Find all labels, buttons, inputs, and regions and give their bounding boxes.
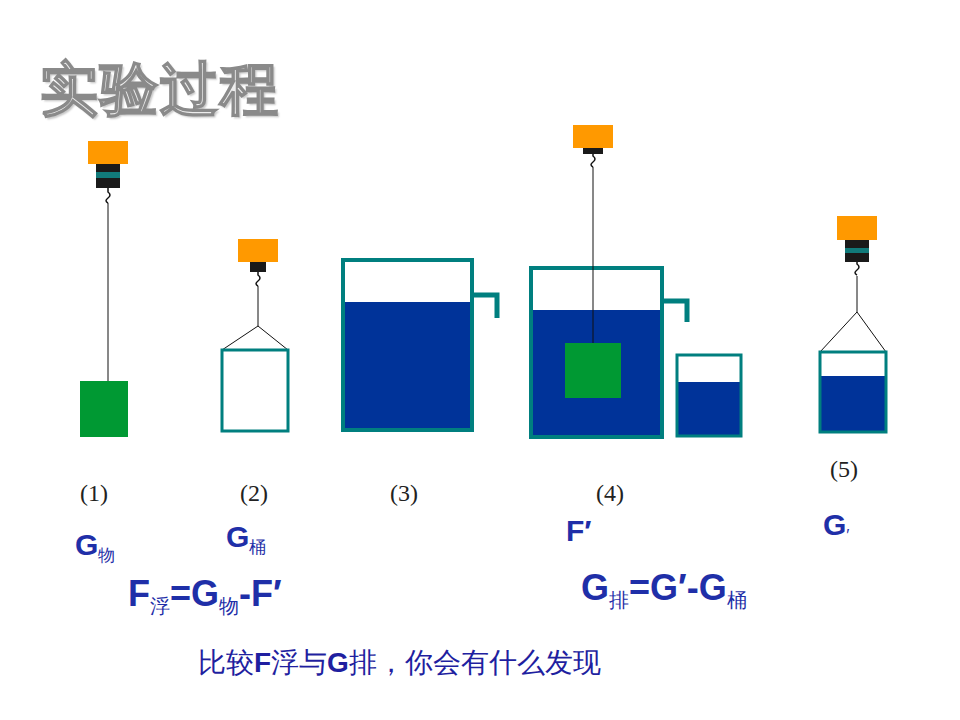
symbol-letter: G	[327, 647, 349, 678]
text-run: 现	[573, 646, 601, 679]
step-number: (4)	[596, 480, 624, 506]
subscript: 浮	[150, 595, 170, 617]
overflow-can	[343, 260, 497, 430]
step-number: (2)	[240, 480, 268, 506]
text-run: ′	[678, 567, 687, 608]
text-run: F	[566, 514, 584, 547]
text-run: ′	[584, 514, 591, 547]
weight-symbol: G桶	[226, 520, 266, 553]
spring-scale-2	[222, 239, 288, 431]
immersion-setup	[531, 125, 741, 437]
text-run: G	[75, 528, 98, 561]
text-run: ′	[273, 573, 282, 614]
step-number: (3)	[390, 480, 418, 506]
force-symbol: F′	[566, 514, 592, 547]
text-run: G	[650, 567, 678, 608]
text-run: ，	[377, 646, 405, 679]
step-number: (1)	[80, 480, 108, 506]
displaced-weight-formula: G排=G′-G桶	[581, 568, 747, 608]
subscript: 物	[219, 595, 239, 617]
text-run: F	[251, 573, 273, 614]
buoyancy-formula: F浮=G物-F′	[128, 574, 282, 614]
symbol-letter: F	[254, 647, 271, 678]
text-run: G	[226, 520, 249, 553]
text-run: 比	[198, 646, 226, 679]
text-run: 你	[405, 646, 433, 679]
text-run: 么	[517, 646, 545, 679]
step-number: (5)	[830, 456, 858, 482]
slide-title: 实验过程	[40, 58, 280, 122]
subscript: 桶	[727, 589, 747, 611]
text-run: -	[239, 573, 251, 614]
text-run: =	[170, 573, 191, 614]
text-run: -	[687, 567, 699, 608]
text-run: 会	[433, 646, 461, 679]
subscript: ′	[846, 526, 849, 544]
text-run: G	[581, 567, 609, 608]
text-run: F	[128, 573, 150, 614]
text-run: =	[629, 567, 650, 608]
text-run: 浮	[271, 646, 299, 679]
spring-scale-1	[80, 141, 128, 437]
subscript: 桶	[249, 538, 266, 556]
text-run: 较	[226, 646, 254, 679]
text-run: 发	[545, 646, 573, 679]
text-run: 排	[349, 646, 377, 679]
text-run: 与	[299, 646, 327, 679]
text-run: G	[699, 567, 727, 608]
subscript: 排	[609, 589, 629, 611]
text-run: 有	[461, 646, 489, 679]
text-run: G	[823, 508, 846, 541]
text-run: G	[191, 573, 219, 614]
weight-symbol: G物	[75, 528, 115, 561]
spring-scale-5	[820, 216, 886, 432]
subscript: 物	[98, 546, 115, 564]
question-caption: 比较F浮与G排，你会有什么发现	[198, 648, 601, 679]
text-run: 什	[489, 646, 517, 679]
weight-symbol: G′	[823, 508, 849, 541]
